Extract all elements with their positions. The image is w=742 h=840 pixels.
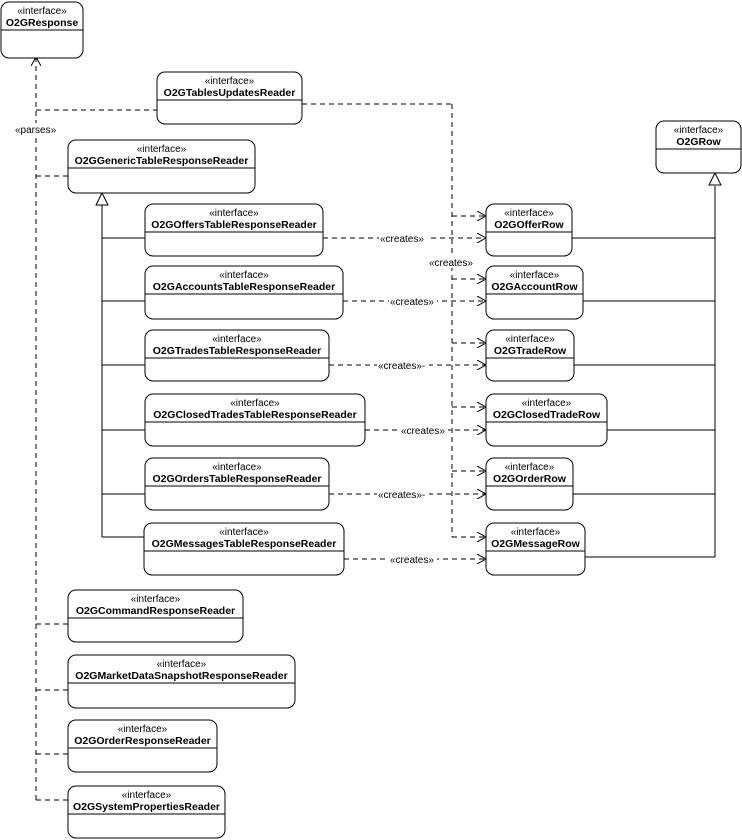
class-o2gaccountrow-stereotype: «interface» [510,270,560,281]
class-o2gofferrow-stereotype: «interface» [504,208,554,219]
class-o2gtraderow-frame [485,329,575,382]
class-o2gmessagestableresponsereader-frame [143,522,345,576]
class-o2gclosedtradestableresponsereader[interactable]: «interface»O2GClosedTradesTableResponseR… [144,393,366,447]
class-o2gsystempropertiesreader-name: O2GSystemPropertiesReader [73,801,220,813]
class-o2gmarketdatasnapshotresponsereader-stereotype: «interface» [157,659,207,670]
class-o2gresponse-stereotype: «interface» [17,6,67,17]
messages-creates-dependency: «creates» [344,553,486,566]
class-o2gcommandresponsereader-name: O2GCommandResponseReader [76,605,235,617]
class-o2gcommandresponsereader-frame [67,589,244,643]
class-o2gorderresponsereader-name: O2GOrderResponseReader [74,735,211,747]
class-o2gmarketdatasnapshotresponsereader[interactable]: «interface»O2GMarketDataSnapshotResponse… [67,654,296,709]
class-o2gtradestableresponsereader-name: O2GTradesTableResponseReader [153,345,321,357]
class-o2grow-frame [655,120,742,174]
generalization-to-row [572,171,722,558]
class-o2gsystempropertiesreader[interactable]: «interface»O2GSystemPropertiesReader [67,785,226,839]
class-o2gmessagerow-frame [485,522,586,576]
class-o2gtraderow[interactable]: «interface»O2GTradeRow [485,329,575,382]
creates-label-offers: «creates» [380,234,424,245]
class-o2grow-stereotype: «interface» [674,125,724,136]
creates-label-accounts: «creates» [390,297,434,308]
class-o2gclosedtradestableresponsereader-stereotype: «interface» [230,398,280,409]
class-o2gofferstableresponsereader-stereotype: «interface» [209,208,259,219]
class-o2gorderresponsereader-frame [67,719,218,773]
class-o2gmessagestableresponsereader-name: O2GMessagesTableResponseReader [152,538,337,550]
class-o2gaccountrow[interactable]: «interface»O2GAccountRow [485,265,584,320]
class-o2gofferrow-name: O2GOfferRow [494,219,564,231]
class-o2gclosedtraderow-frame [485,393,608,447]
class-o2gaccountstableresponsereader-name: O2GAccountsTableResponseReader [153,281,335,293]
class-o2gtradestableresponsereader[interactable]: «interface»O2GTradesTableResponseReader [144,329,330,382]
class-o2gofferrow-frame [485,203,573,257]
accounts-creates-dependency: «creates» [343,295,486,308]
class-o2gsystempropertiesreader-stereotype: «interface» [122,790,172,801]
class-o2grow[interactable]: «interface»O2GRow [655,120,742,174]
class-o2gmessagerow-name: O2GMessageRow [491,538,581,550]
class-o2gclosedtraderow-name: O2GClosedTradeRow [493,409,601,421]
class-o2gaccountstableresponsereader-frame [144,265,344,320]
class-o2gclosedtraderow-stereotype: «interface» [522,398,572,409]
class-o2grow-name: O2GRow [676,136,721,148]
class-o2gofferstableresponsereader-frame [144,203,324,257]
class-o2gtablesupdatesreader-stereotype: «interface» [205,76,255,87]
class-o2gorderstableresponsereader-name: O2GOrdersTableResponseReader [152,473,321,485]
class-o2gofferstableresponsereader[interactable]: «interface»O2GOffersTableResponseReader [144,203,324,257]
class-o2gclosedtradestableresponsereader-frame [144,393,366,447]
class-o2gorderstableresponsereader[interactable]: «interface»O2GOrdersTableResponseReader [144,457,330,511]
closed-trades-creates-dependency: «creates» [365,424,486,437]
class-o2gclosedtradestableresponsereader-name: O2GClosedTradesTableResponseReader [153,409,356,421]
class-o2gtablesupdatesreader-name: O2GTablesUpdatesReader [164,87,296,99]
creates-label-messages: «creates» [390,555,434,566]
class-o2gorderrow-frame [485,457,574,511]
class-o2ggenerictableresponsereader-frame [67,139,256,194]
class-o2gtablesupdatesreader[interactable]: «interface»O2GTablesUpdatesReader [156,71,303,125]
class-o2ggenerictableresponsereader-name: O2GGenericTableResponseReader [75,155,249,167]
class-o2gorderrow-stereotype: «interface» [505,462,555,473]
class-o2gtraderow-name: O2GTradeRow [494,345,567,357]
class-o2gmessagestableresponsereader-stereotype: «interface» [219,527,269,538]
class-o2gcommandresponsereader-stereotype: «interface» [131,594,181,605]
class-o2gtradestableresponsereader-frame [144,329,330,382]
class-o2gofferstableresponsereader-name: O2GOffersTableResponseReader [151,219,317,231]
creates-label-updates: «creates» [429,258,473,269]
class-o2gorderstableresponsereader-stereotype: «interface» [212,462,262,473]
class-o2gresponse[interactable]: «interface»O2GResponse [0,1,84,59]
class-o2gsystempropertiesreader-frame [67,785,226,839]
class-o2gofferrow[interactable]: «interface»O2GOfferRow [485,203,573,257]
class-o2ggenerictableresponsereader[interactable]: «interface»O2GGenericTableResponseReader [67,139,256,194]
tables-updates-creates-dependency: «creates» [302,103,486,537]
class-o2gorderstableresponsereader-frame [144,457,330,511]
class-o2gaccountstableresponsereader[interactable]: «interface»O2GAccountsTableResponseReade… [144,265,344,320]
class-o2gorderrow-name: O2GOrderRow [493,473,567,485]
orders-creates-dependency: «creates»- [329,488,486,501]
class-o2gmessagestableresponsereader[interactable]: «interface»O2GMessagesTableResponseReade… [143,522,345,576]
generalization-to-generic-reader [95,191,145,538]
trades-creates-dependency: «creates»- [329,359,486,372]
class-o2gmarketdatasnapshotresponsereader-name: O2GMarketDataSnapshotResponseReader [75,670,287,682]
class-o2gmessagerow-stereotype: «interface» [511,527,561,538]
class-o2gtraderow-stereotype: «interface» [505,334,555,345]
class-o2gtradestableresponsereader-stereotype: «interface» [212,334,262,345]
creates-label-closed-trades: «creates» [401,426,445,437]
class-o2gtablesupdatesreader-frame [156,71,303,125]
class-o2gaccountrow-name: O2GAccountRow [491,281,578,293]
class-o2ggenerictableresponsereader-stereotype: «interface» [137,144,187,155]
class-o2gaccountstableresponsereader-stereotype: «interface» [219,270,269,281]
class-o2gclosedtraderow[interactable]: «interface»O2GClosedTradeRow [485,393,608,447]
class-o2gorderresponsereader-stereotype: «interface» [118,724,168,735]
class-o2gmarketdatasnapshotresponsereader-frame [67,654,296,709]
parses-dependency: «parses» [14,57,157,801]
offers-creates-dependency: «creates» [323,232,486,245]
parses-label: «parses» [15,125,57,136]
class-o2gmessagerow[interactable]: «interface»O2GMessageRow [485,522,586,576]
creates-label-orders: «creates»- [378,490,425,501]
class-o2gorderresponsereader[interactable]: «interface»O2GOrderResponseReader [67,719,218,773]
class-o2gcommandresponsereader[interactable]: «interface»O2GCommandResponseReader [67,589,244,643]
creates-label-trades: «creates»- [378,361,425,372]
class-o2gorderrow[interactable]: «interface»O2GOrderRow [485,457,574,511]
class-o2gaccountrow-frame [485,265,584,320]
class-o2gresponse-name: O2GResponse [6,17,79,29]
